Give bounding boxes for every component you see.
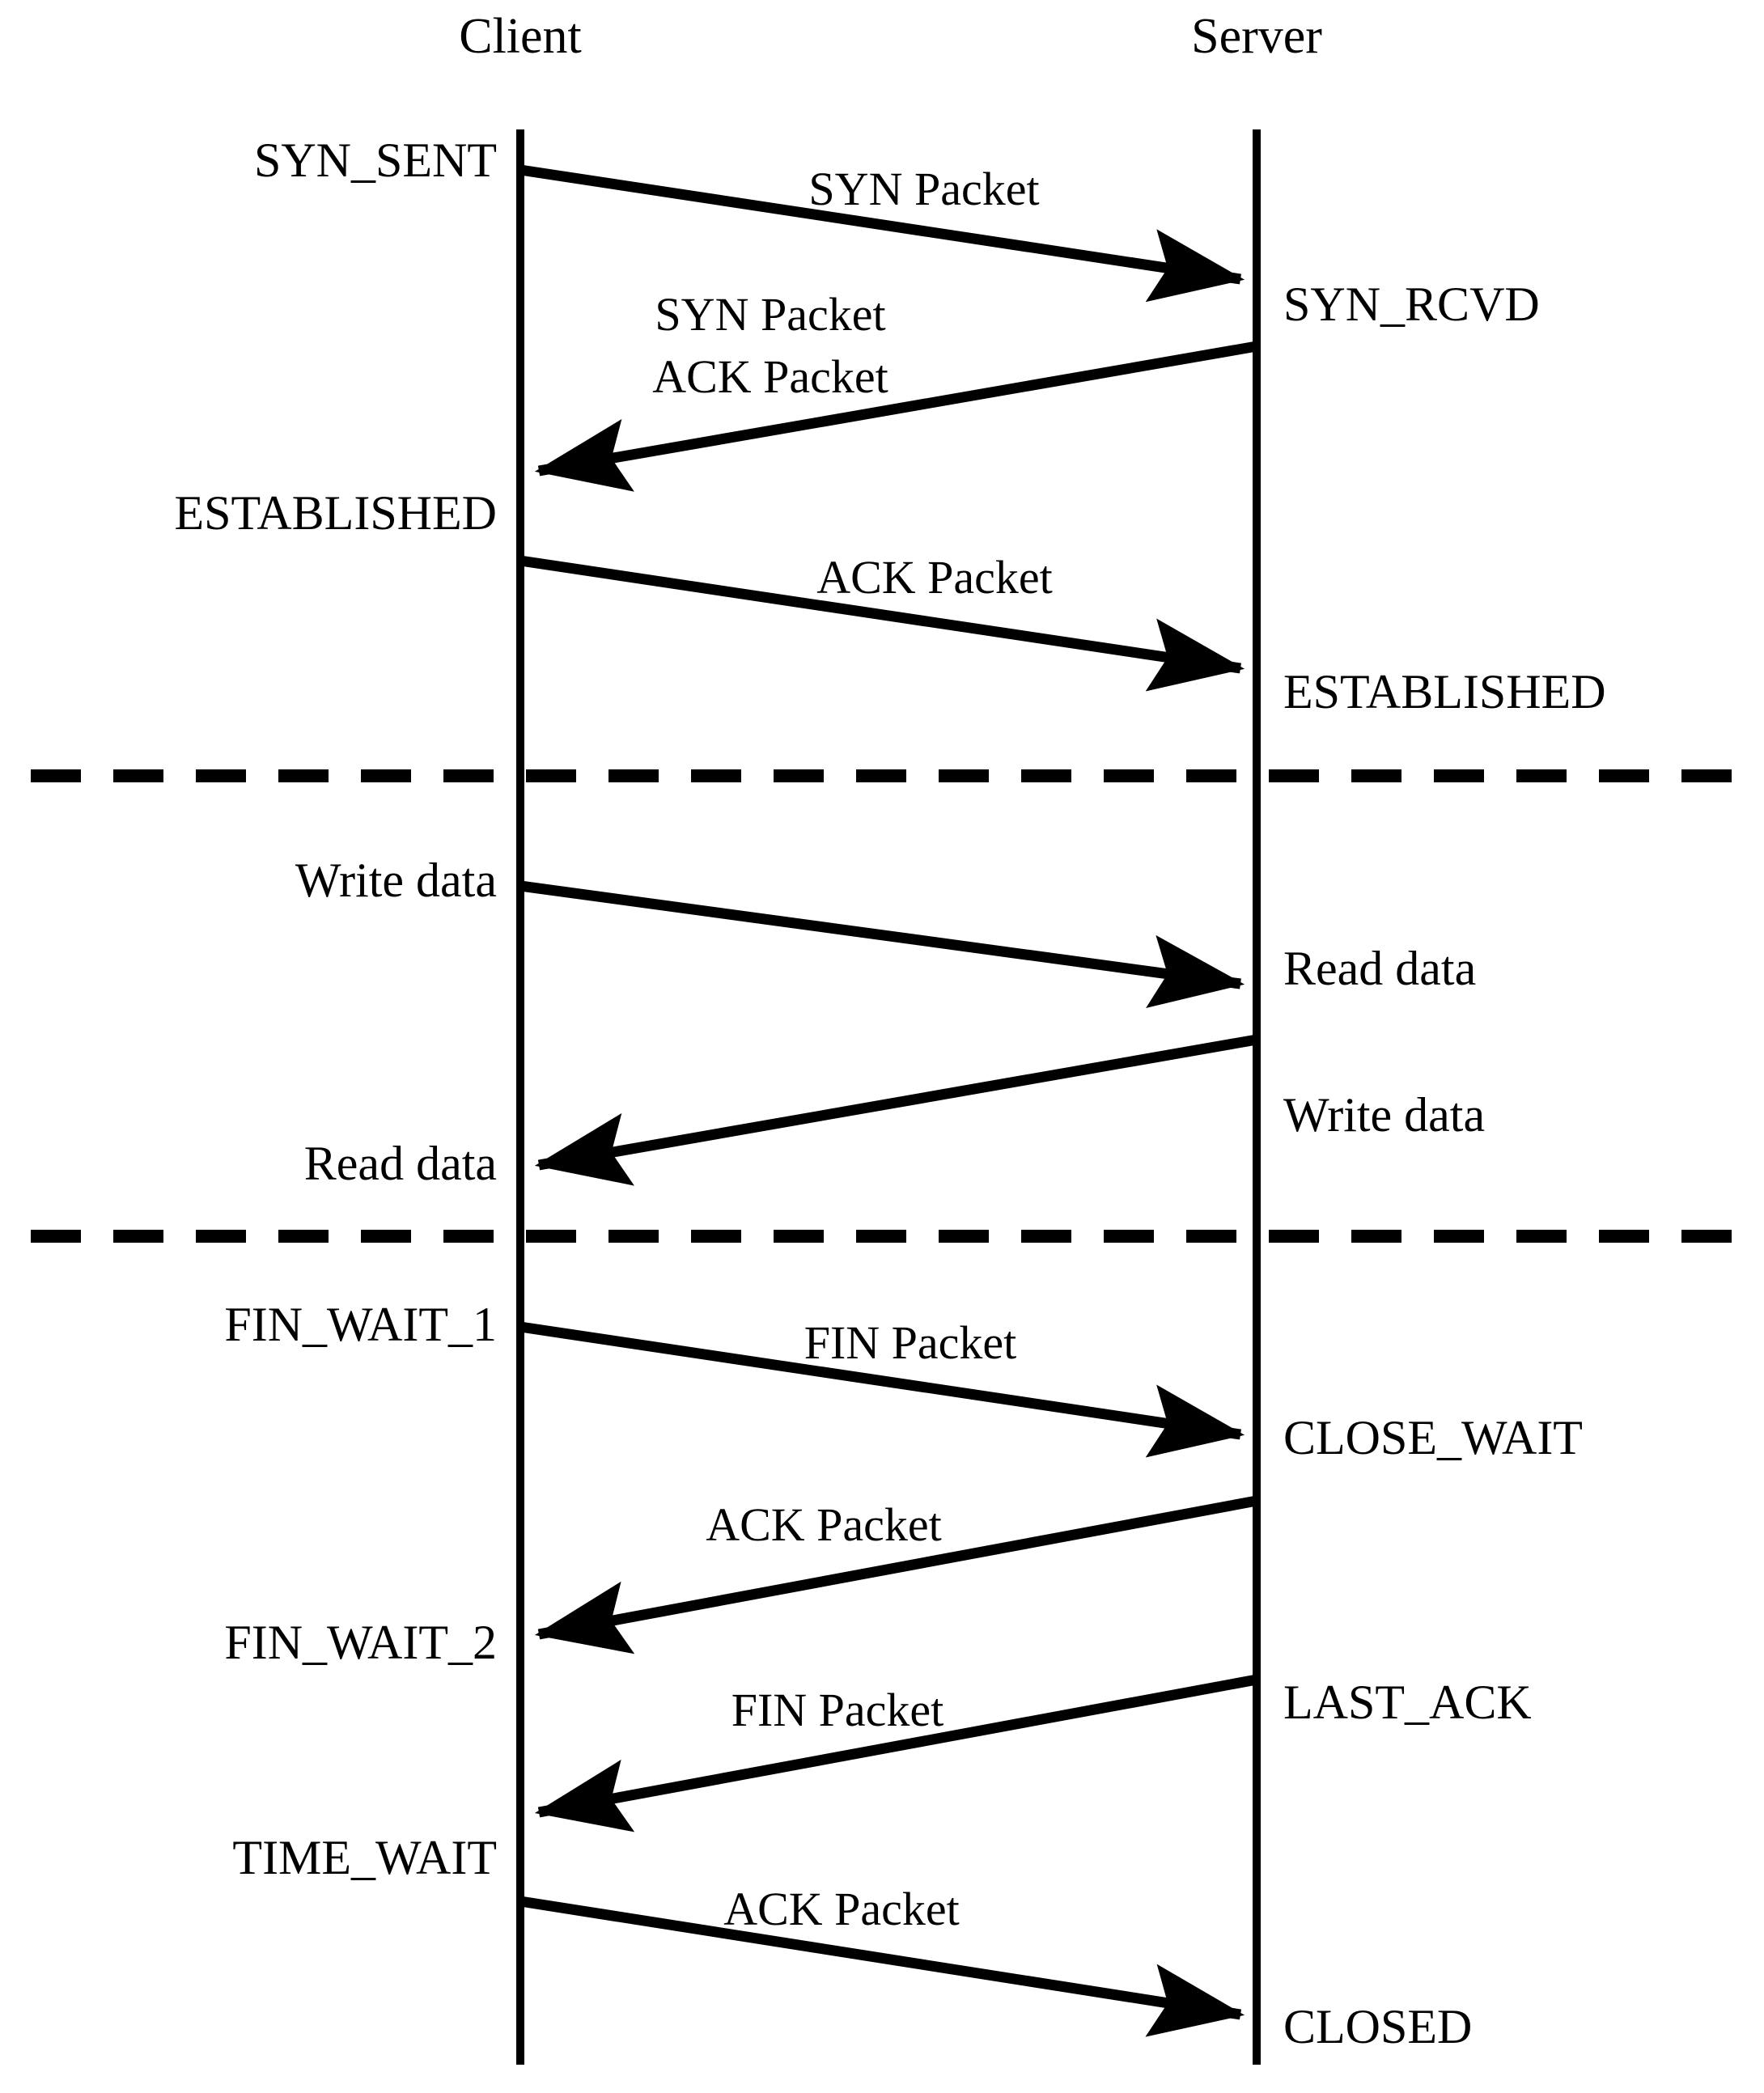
state-label-close-wait: CLOSE_WAIT [1283, 1411, 1583, 1464]
arrow-fin-packet-client [519, 1321, 1245, 1458]
message-label-ack-packet-server: ACK Packet [706, 1498, 942, 1551]
state-label-syn-sent: SYN_SENT [253, 133, 497, 187]
state-label-last-ack: LAST_ACK [1283, 1676, 1532, 1729]
message-label-syn-packet-reply: SYN Packet [655, 288, 886, 341]
state-label-fin-wait-2: FIN_WAIT_2 [224, 1616, 497, 1669]
arrow-ack-packet-handshake [519, 555, 1245, 692]
message-label-syn-packet: SYN Packet [808, 163, 1040, 215]
arrow-ack-packet-final [519, 1896, 1245, 2037]
action-label-read-data-server: Read data [1283, 942, 1477, 995]
state-label-established-server: ESTABLISHED [1283, 665, 1606, 718]
arrow-data-server-to-client [534, 1034, 1258, 1186]
state-label-syn-rcvd: SYN_RCVD [1283, 278, 1540, 331]
state-label-fin-wait-1: FIN_WAIT_1 [224, 1298, 497, 1351]
message-label-fin-packet-server: FIN Packet [731, 1684, 944, 1736]
arrow-data-client-to-server [519, 880, 1245, 1009]
arrow-fin-packet-server [534, 1674, 1258, 1832]
arrow-syn-packet [519, 164, 1245, 303]
state-label-established-client: ESTABLISHED [174, 486, 497, 540]
message-label-ack-packet-final: ACK Packet [723, 1883, 960, 1935]
action-label-write-data-client: Write data [295, 854, 497, 907]
message-label-ack-packet-handshake: ACK Packet [816, 551, 1053, 604]
state-label-time-wait: TIME_WAIT [232, 1831, 497, 1884]
state-label-closed: CLOSED [1283, 2000, 1473, 2053]
participant-header-server: Server [1191, 9, 1322, 64]
arrow-ack-packet-server [534, 1495, 1258, 1654]
participant-header-client: Client [459, 9, 582, 64]
message-label-fin-packet-client: FIN Packet [804, 1316, 1017, 1369]
action-label-write-data-server: Write data [1283, 1088, 1486, 1142]
action-label-read-data-client: Read data [303, 1137, 497, 1190]
message-label-ack-packet-reply: ACK Packet [652, 350, 888, 403]
arrow-syn-ack-packet [534, 341, 1258, 492]
